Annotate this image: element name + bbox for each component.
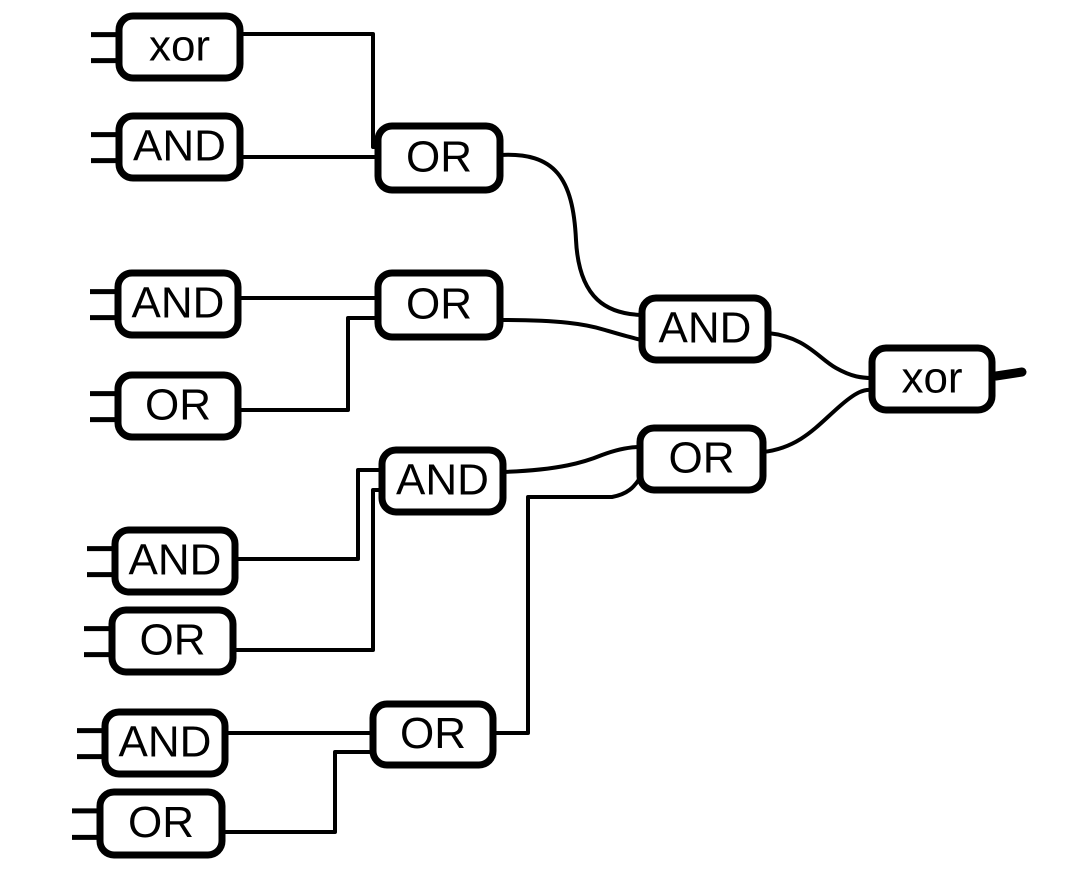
gate-label: OR bbox=[145, 381, 211, 430]
wire-g5-to-g7 bbox=[498, 318, 644, 342]
wire-g3-to-g7 bbox=[498, 152, 644, 317]
gate-body[interactable] bbox=[114, 269, 242, 339]
wire-g12-to-g9 bbox=[231, 488, 384, 652]
gate-label: AND bbox=[659, 304, 752, 353]
gate-label: AND bbox=[129, 536, 222, 585]
gate-label: OR bbox=[140, 616, 206, 665]
gate-g5-or[interactable]: OR bbox=[374, 269, 504, 341]
gate-g1-xor[interactable]: xor bbox=[91, 12, 244, 82]
gate-g14-and[interactable]: AND bbox=[77, 708, 229, 778]
gate-body[interactable] bbox=[378, 446, 507, 516]
gate-label: OR bbox=[406, 133, 472, 182]
gate-label: AND bbox=[132, 279, 225, 328]
gate-g6-or[interactable]: OR bbox=[90, 371, 242, 441]
wire-g11-to-g9 bbox=[233, 468, 384, 561]
gate-body[interactable] bbox=[114, 371, 242, 441]
gate-g12-or[interactable]: OR bbox=[84, 606, 237, 676]
wire-g10-to-g8 bbox=[761, 387, 874, 454]
gate-g2-and[interactable]: AND bbox=[91, 112, 244, 182]
wire-g6-to-g5 bbox=[236, 316, 380, 412]
gate-body[interactable] bbox=[636, 424, 767, 494]
gate-body[interactable] bbox=[868, 344, 996, 414]
gate-g4-and[interactable]: AND bbox=[90, 269, 242, 339]
gate-label: AND bbox=[133, 122, 226, 171]
gate-g3-or[interactable]: OR bbox=[374, 122, 504, 194]
gate-body[interactable] bbox=[638, 294, 772, 364]
gate-g10-or[interactable]: OR bbox=[636, 424, 767, 494]
wires-layer bbox=[220, 32, 874, 834]
gate-label: AND bbox=[119, 718, 212, 767]
gate-label: OR bbox=[669, 434, 735, 483]
gate-body[interactable] bbox=[96, 788, 226, 859]
gate-label: AND bbox=[396, 456, 489, 505]
wire-g15-to-g13 bbox=[220, 750, 375, 834]
wire-g13-to-g10 bbox=[491, 476, 642, 735]
gate-g7-and[interactable]: AND bbox=[638, 294, 772, 364]
gate-g13-or[interactable]: OR bbox=[369, 700, 497, 769]
wire-g1-to-g3 bbox=[238, 32, 380, 149]
gate-body[interactable] bbox=[101, 708, 229, 778]
gate-label: xor bbox=[149, 22, 210, 71]
gate-body[interactable] bbox=[374, 269, 504, 341]
gate-body[interactable] bbox=[115, 12, 244, 82]
gate-label: OR bbox=[400, 709, 466, 758]
gate-g15-or[interactable]: OR bbox=[72, 788, 226, 859]
wire-g7-to-g8 bbox=[766, 331, 874, 380]
input-output-stubs-layer bbox=[991, 367, 1027, 381]
gate-body[interactable] bbox=[369, 700, 497, 769]
gate-g8-xor[interactable]: xor bbox=[868, 344, 996, 414]
gate-body[interactable] bbox=[374, 122, 504, 194]
wire-g9-to-g10 bbox=[501, 445, 642, 474]
gate-label: OR bbox=[406, 280, 472, 329]
gate-g9-and[interactable]: AND bbox=[378, 446, 507, 516]
gate-g11-and[interactable]: AND bbox=[87, 526, 239, 596]
gate-body[interactable] bbox=[111, 526, 239, 596]
gate-body[interactable] bbox=[108, 606, 237, 676]
gate-body[interactable] bbox=[115, 112, 244, 182]
gate-label: xor bbox=[901, 354, 962, 403]
gate-label: OR bbox=[128, 798, 194, 847]
circuit-output-stub bbox=[991, 367, 1027, 381]
